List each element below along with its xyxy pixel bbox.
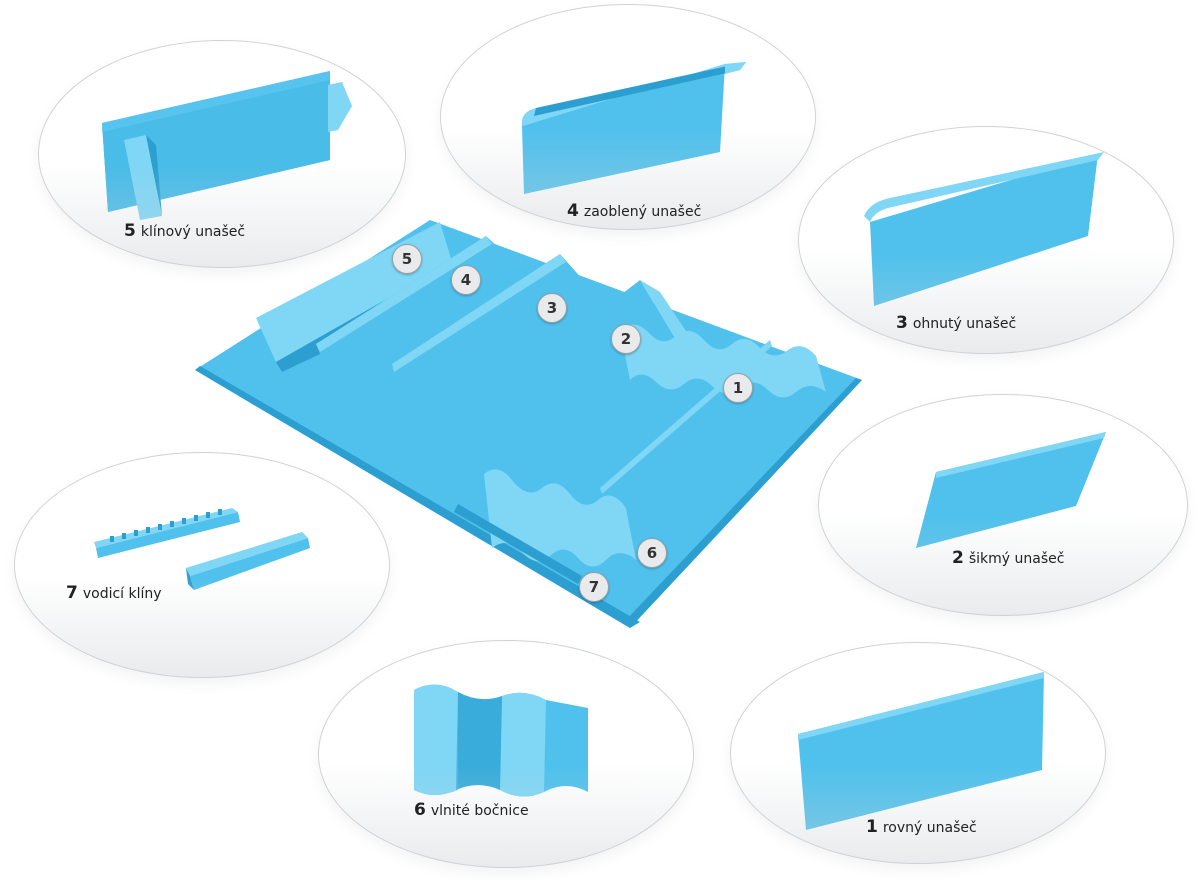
part-label: vodicí klíny	[82, 586, 162, 602]
callout-rounded-cleat	[440, 4, 816, 230]
part-number: 4	[567, 201, 579, 221]
callout-wedge-cleat	[38, 40, 406, 268]
part-number: 3	[896, 313, 908, 333]
part-label: vlnité bočnice	[430, 803, 529, 819]
badge-2: 2	[611, 324, 641, 354]
part-number: 1	[866, 817, 878, 837]
part-number: 5	[124, 221, 136, 241]
callout-guide-wedges	[14, 452, 390, 678]
badge-7: 7	[579, 572, 609, 602]
part-number: 6	[414, 800, 426, 820]
part-label: šikmý unašeč	[968, 551, 1065, 567]
callout-straight-cleat	[730, 642, 1106, 864]
part-label: rovný unašeč	[882, 820, 977, 836]
part-number: 2	[952, 548, 964, 568]
part-number: 7	[66, 583, 78, 603]
belt-guide-wedge-7	[454, 504, 582, 584]
badge-1: 1	[723, 373, 753, 403]
callout-inclined-cleat	[818, 394, 1188, 616]
badge-4: 4	[451, 265, 481, 295]
part-label: klínový unašeč	[140, 224, 246, 240]
badge-3: 3	[537, 293, 567, 323]
callout-bent-cleat	[798, 126, 1174, 354]
part-label: ohnutý unašeč	[912, 316, 1017, 332]
part-label: zaoblený unašeč	[583, 204, 702, 220]
callout-corrugated-sidewalls	[318, 640, 694, 868]
badge-6: 6	[637, 538, 667, 568]
badge-5: 5	[392, 244, 422, 274]
